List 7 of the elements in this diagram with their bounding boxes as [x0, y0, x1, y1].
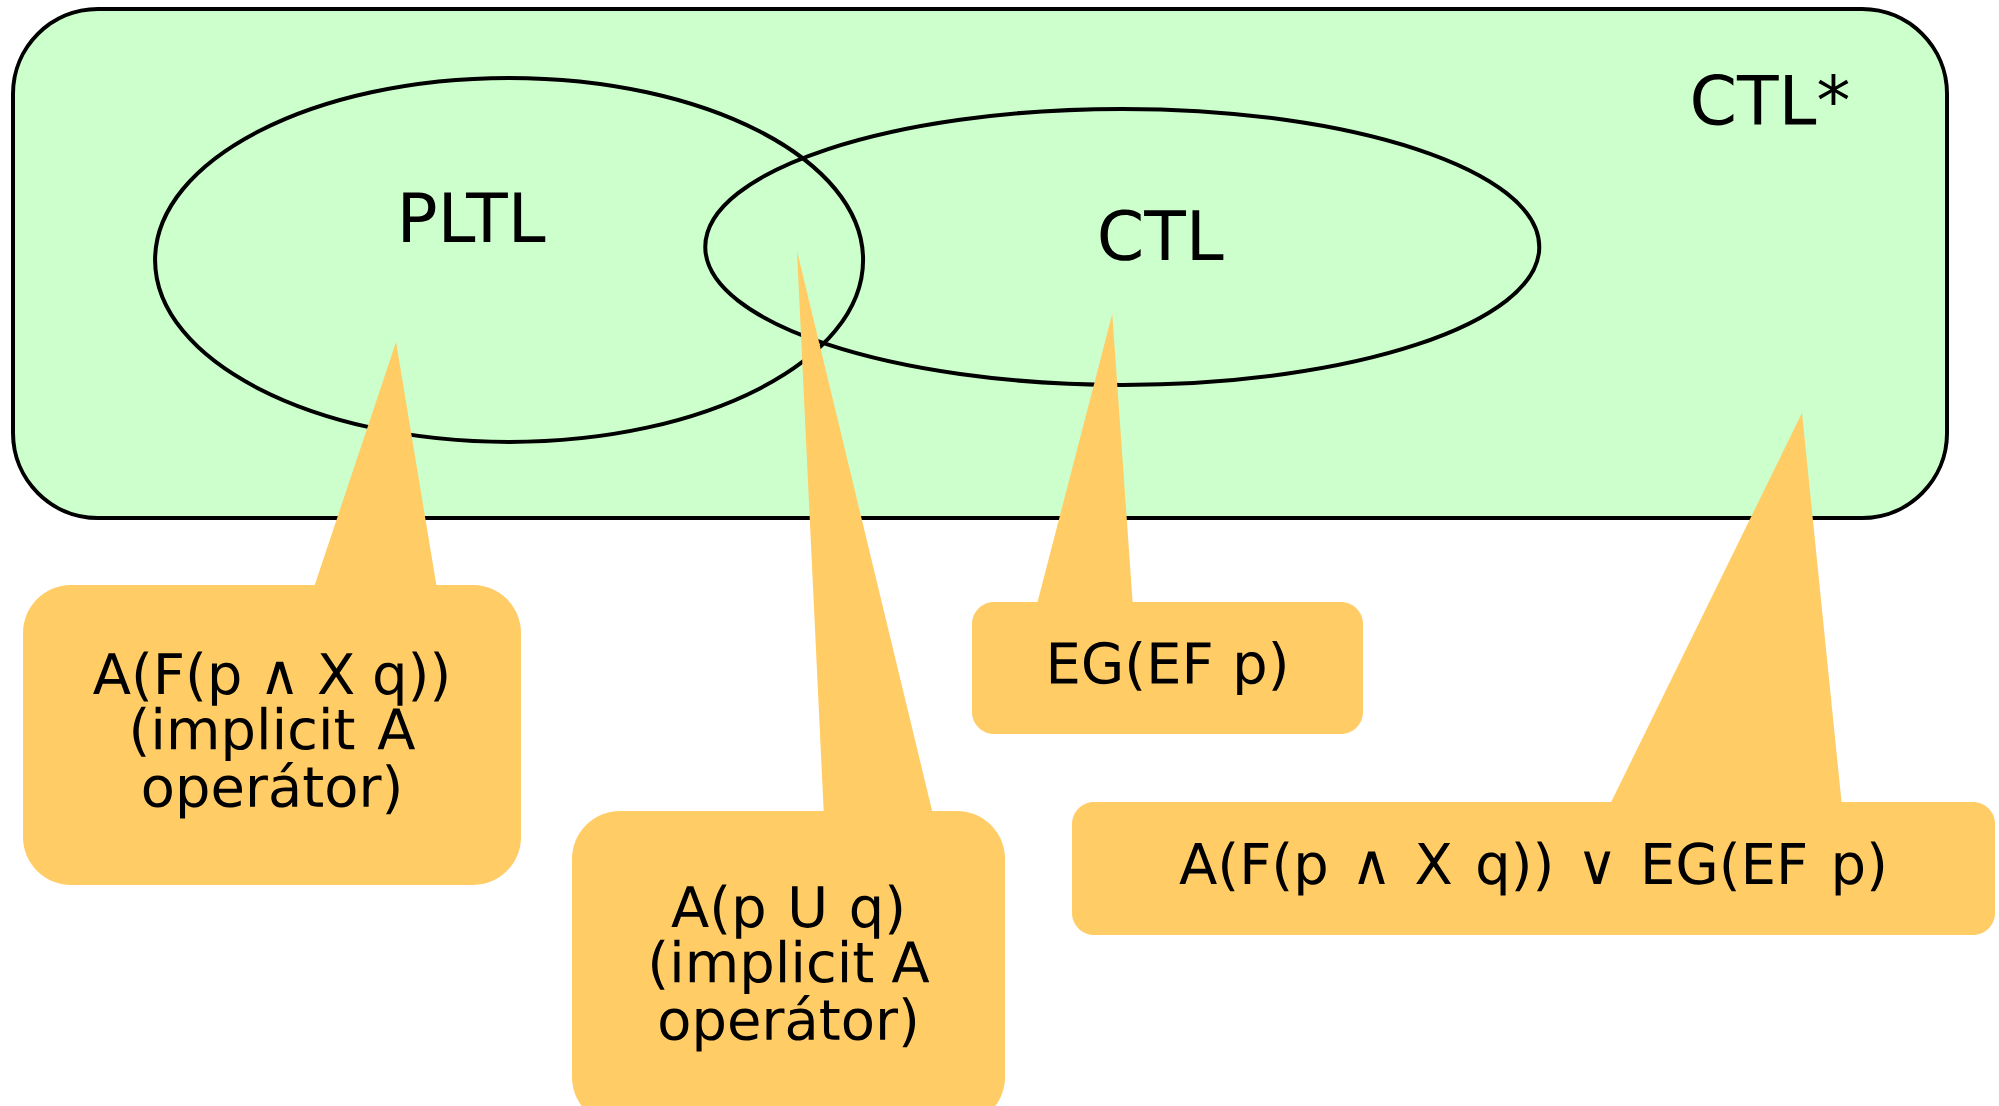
callout-pointer — [797, 251, 933, 814]
callout-box: A(F(p ∧ X q)) (implicit A operátor) — [23, 585, 521, 885]
callout-box: EG(EF p) — [972, 602, 1363, 734]
callout-pointer — [1609, 413, 1842, 805]
callout-pointer — [313, 341, 437, 588]
callout-box: A(F(p ∧ X q)) ∨ EG(EF p) — [1072, 802, 1996, 935]
callout-box: A(p U q) (implicit A operátor) — [572, 811, 1005, 1106]
